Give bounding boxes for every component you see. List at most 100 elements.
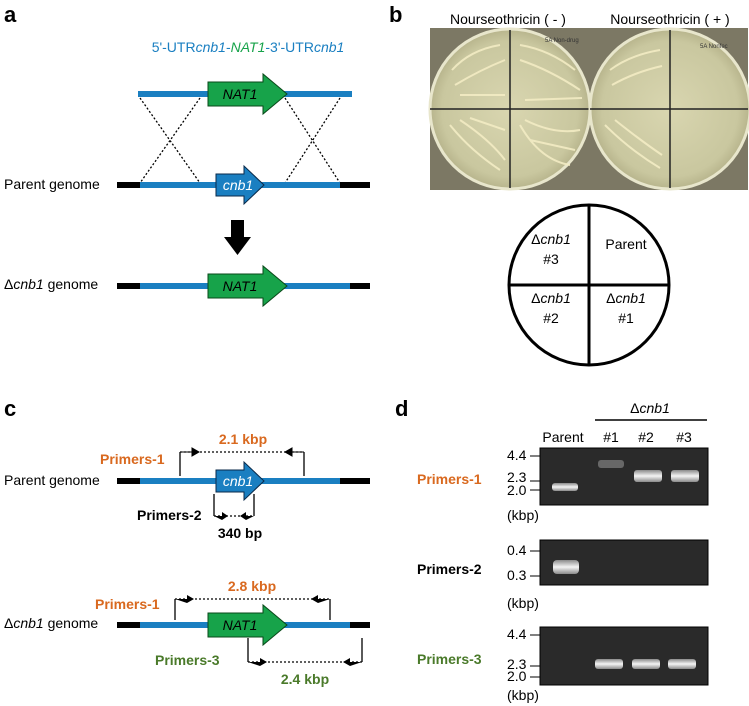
size-2-1-kbp: 2.1 kbp — [219, 431, 267, 447]
primer1-forward-mutant-icon — [175, 595, 194, 603]
size-340-bp: 340 bp — [218, 525, 262, 541]
mutant-genome-label-c: Δcnb1 genome — [4, 615, 98, 631]
cnb1-arrow-c — [215, 460, 265, 502]
gel2-tick-0-4: 0.4 — [507, 542, 527, 558]
gel1-tick-4-4: 4.4 — [507, 447, 527, 463]
primer3-forward-icon — [248, 658, 267, 666]
primer1-reverse-mutant-icon — [311, 595, 330, 603]
parent-genome-label-a: Parent genome — [4, 176, 100, 192]
lane-label-3: #3 — [676, 429, 692, 445]
quadrant-bottom-left-delta: Δ — [531, 290, 540, 306]
nat1-arrow-mutant-a — [207, 264, 288, 308]
primers3-bracket — [247, 638, 363, 663]
parent-genome-label-c: Parent genome — [4, 472, 100, 488]
gel1-unit: (kbp) — [507, 507, 539, 523]
quadrant-bottom-left-gene-name: cnb1 — [541, 290, 571, 306]
mutant-header-d: Δcnb1 — [630, 400, 670, 416]
gel1-band-parent — [552, 483, 578, 491]
gel3-tick-2-3: 2.3 — [507, 656, 527, 672]
gel3-band-1 — [595, 659, 623, 669]
gel3-label: Primers-3 — [417, 651, 482, 667]
quadrant-bottom-right-num: #1 — [618, 310, 634, 326]
gel3 — [539, 626, 709, 686]
mutant-genome-label-a: Δcnb1 genome — [4, 276, 98, 292]
plate-mark-right: 5A Nonfec — [700, 44, 728, 50]
construct-part-4: NAT1 — [231, 39, 266, 55]
colonies-minus — [449, 44, 583, 171]
plate-minus-label: Nourseothricin ( - ) — [450, 11, 566, 27]
quadrant-top-left-gene: Δcnb1 — [531, 231, 571, 247]
panel-label-b: b — [389, 2, 402, 27]
quadrant-bottom-left-num: #2 — [543, 310, 559, 326]
nat1-arrow-construct — [207, 72, 288, 116]
mutant-gene-a: cnb1 — [13, 276, 43, 292]
gel3-band-3 — [668, 659, 696, 669]
size-2-4-kbp: 2.4 kbp — [281, 671, 329, 687]
construct-label: 5'-UTRcnb1-NAT1-3'-UTRcnb1 — [152, 39, 345, 55]
lane-label-2: #2 — [638, 429, 654, 445]
gel3-unit: (kbp) — [507, 687, 539, 703]
quadrant-bottom-right-gene: Δcnb1 — [606, 290, 646, 306]
nat1-label-construct: NAT1 — [223, 86, 258, 102]
quadrant-bottom-right-gene-name: cnb1 — [616, 290, 646, 306]
primers1-label-mutant: Primers-1 — [95, 596, 160, 612]
crossover-lines — [139, 97, 341, 184]
mutant-gene-d: cnb1 — [640, 400, 670, 416]
cnb1-label-c: cnb1 — [223, 473, 253, 489]
primers3-label: Primers-3 — [155, 652, 220, 668]
mutant-gene-c: cnb1 — [13, 615, 43, 631]
gel3-tick-2-0: 2.0 — [507, 668, 527, 684]
construct-part-5: -3'-UTR — [265, 39, 314, 55]
down-arrow-shaft — [231, 220, 244, 238]
colonies-plus — [604, 49, 663, 169]
gel2-band-parent — [553, 560, 579, 574]
plate-plus-label: Nourseothricin ( + ) — [610, 11, 729, 27]
size-2-8-kbp: 2.8 kbp — [228, 578, 276, 594]
cnb1-arrow-a — [215, 164, 265, 206]
primer2-reverse-icon — [240, 512, 254, 520]
quadrant-top-right: Parent — [605, 236, 646, 252]
construct-part-6: cnb1 — [314, 39, 344, 55]
nat1-label-mutant-a: NAT1 — [223, 278, 258, 294]
panel-label-c: c — [4, 396, 16, 421]
gel3-tick-4-4: 4.4 — [507, 626, 527, 642]
primers2-bracket — [213, 494, 255, 517]
nat1-label-c: NAT1 — [223, 617, 258, 633]
primers1-label-parent: Primers-1 — [100, 451, 165, 467]
quadrant-top-left-gene-name: cnb1 — [541, 231, 571, 247]
gel1-band-2 — [634, 470, 662, 482]
gel2-label: Primers-2 — [417, 561, 482, 577]
mutant-genome-word-c: genome — [44, 615, 99, 631]
mutant-delta-c: Δ — [4, 615, 13, 631]
construct-part-3: - — [226, 39, 231, 55]
primer-reverse-icon — [283, 447, 304, 457]
gel1-band-1 — [598, 460, 624, 468]
gel3-band-2 — [632, 659, 660, 669]
primer3-reverse-icon — [343, 658, 362, 666]
cnb1-label-a: cnb1 — [223, 177, 253, 193]
gel2-tick-0-3: 0.3 — [507, 567, 527, 583]
mutant-delta-a: Δ — [4, 276, 13, 292]
primer-forward-icon — [180, 447, 201, 457]
lane-label-parent: Parent — [542, 429, 583, 445]
down-arrow-icon — [224, 237, 251, 255]
quadrant-top-left-delta: Δ — [531, 231, 540, 247]
plate-mark-left: 5A Non-drug — [545, 38, 579, 44]
construct-part-1: 5'-UTR — [152, 39, 196, 55]
mutant-delta-d: Δ — [630, 400, 639, 416]
gel1-label: Primers-1 — [417, 471, 482, 487]
gel1-tick-2-3: 2.3 — [507, 469, 527, 485]
lane-label-1: #1 — [603, 429, 619, 445]
mutant-genome-word-a: genome — [44, 276, 99, 292]
construct-part-2: cnb1 — [196, 39, 226, 55]
nat1-arrow-c — [207, 603, 288, 647]
gel2-unit: (kbp) — [507, 595, 539, 611]
gel1-band-3 — [671, 470, 699, 482]
quadrant-bottom-right-delta: Δ — [606, 290, 615, 306]
quadrant-bottom-left-gene: Δcnb1 — [531, 290, 571, 306]
primers2-label: Primers-2 — [137, 507, 202, 523]
panel-label-a: a — [4, 2, 17, 27]
quadrant-top-left-num: #3 — [543, 251, 559, 267]
panel-label-d: d — [395, 396, 408, 421]
